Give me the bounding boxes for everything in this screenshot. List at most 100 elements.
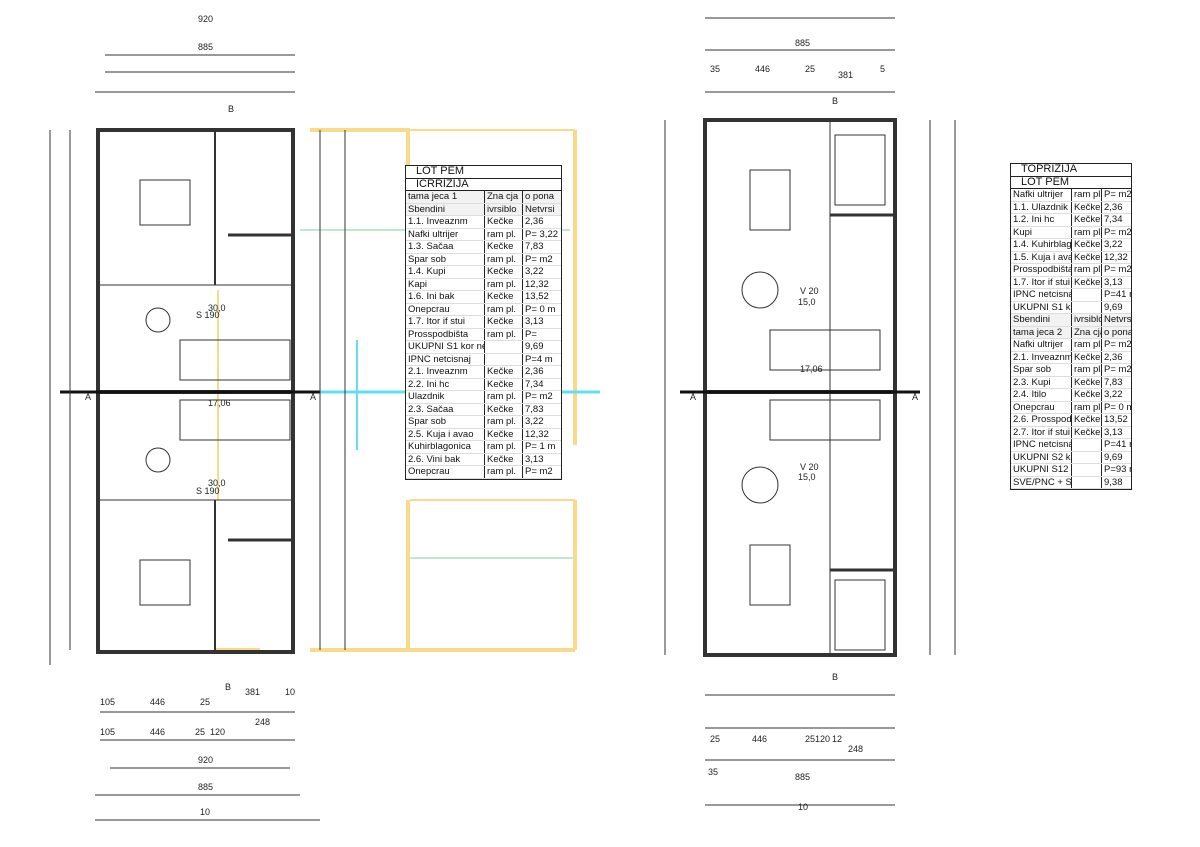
cell-room: 2.6. Prosspodbišta xyxy=(1013,414,1071,425)
cell-room: 1.4. Kuhirblagonica xyxy=(1013,239,1071,250)
svg-text:A: A xyxy=(310,392,316,402)
cell-room: Nafki ultrijer xyxy=(1013,189,1064,200)
cell-type: Kečke xyxy=(484,428,522,440)
cell-type: Kečke xyxy=(484,291,522,303)
svg-text:248: 248 xyxy=(848,744,863,754)
cell-area: P= m2 xyxy=(1101,364,1131,376)
cell-area: 2,36 xyxy=(522,366,561,378)
cell-room: 2.6. Vini bak xyxy=(408,453,461,465)
svg-text:25: 25 xyxy=(200,697,210,707)
cell-room: UKUPNI S12 neto xyxy=(1013,464,1071,475)
cell-area: 3,13 xyxy=(1101,426,1131,438)
cell-area: 13,52 xyxy=(1101,414,1131,426)
cell-area: P= m2 xyxy=(522,466,561,478)
cell-area: 2,36 xyxy=(1101,201,1131,213)
cell-type: Kečke xyxy=(1071,276,1101,288)
svg-text:B: B xyxy=(832,672,838,682)
svg-text:17,06: 17,06 xyxy=(800,364,823,374)
table-subtitle: LOT PEM xyxy=(1011,176,1131,189)
cell-room: 2.5. Kuja i avao xyxy=(408,428,474,440)
cell-area: 13,52 xyxy=(522,291,561,303)
svg-text:15,0: 15,0 xyxy=(798,472,816,482)
cell-type: Kečke xyxy=(484,266,522,278)
cell-type: ram pl. xyxy=(1071,364,1101,376)
cell-type: ram pl. xyxy=(484,228,522,240)
cell-area: 3,13 xyxy=(522,453,561,465)
cell-room: 1.6. Ini bak xyxy=(408,291,455,302)
cell-area: 9,69 xyxy=(522,341,561,353)
cell-room: 2.7. Itor if stui xyxy=(1013,426,1071,438)
svg-text:25: 25 xyxy=(805,64,815,74)
svg-text:25: 25 xyxy=(195,727,205,737)
cell-area: 3,22 xyxy=(522,266,561,278)
cell-type xyxy=(484,341,522,353)
cell-area: 9,69 xyxy=(1101,301,1131,313)
cell-room: Nafki ultrijer xyxy=(408,228,459,240)
table-row: UKUPNI S1 kor neto 9,69 xyxy=(406,341,561,354)
svg-text:35: 35 xyxy=(708,767,718,777)
svg-text:A: A xyxy=(85,392,91,402)
cell-room: 1.1. Ulazdnik xyxy=(1013,201,1068,213)
svg-text:920: 920 xyxy=(198,14,213,24)
right-floor-plan xyxy=(664,17,956,806)
cell-area: P= m2 xyxy=(1101,189,1131,201)
left-plan-labels: 920 885 105 446 25 381 10 105 446 25 120… xyxy=(85,14,316,817)
cell-type: ram pl. xyxy=(1071,226,1101,238)
table-row: UKUPNI S12 netoP=93 m2 xyxy=(1011,464,1131,477)
table-title: TOPRIZIJA xyxy=(1011,163,1131,177)
cell-room: 2.2. Ini hc xyxy=(408,378,450,390)
cell-room: 1.2. Ini hc xyxy=(1013,214,1055,225)
cell-type: ram pl. xyxy=(484,391,522,403)
cell-type: Kečke xyxy=(484,316,522,328)
cell-area: 7,34 xyxy=(1101,214,1131,226)
cell-type: Kečke xyxy=(1071,251,1101,263)
cell-room: 1.7. Itor if stui xyxy=(408,316,466,327)
svg-text:30,0: 30,0 xyxy=(208,478,226,488)
cell-area: P=4 m xyxy=(522,353,561,365)
cell-area: P= xyxy=(522,328,561,340)
cell-type: ram pl. xyxy=(1071,339,1101,351)
cell-type xyxy=(1071,301,1101,313)
cell-type: Kečke xyxy=(1071,389,1101,401)
cell-area: P= 0 m xyxy=(1101,401,1131,413)
cell-type xyxy=(1071,289,1101,301)
cell-type xyxy=(1071,451,1101,463)
cell-area: 9,69 xyxy=(1101,451,1131,463)
cell-room: SVE/PNC + Stoľkca ne xyxy=(1013,476,1071,488)
cell-room: UKUPNI S1 kor neto xyxy=(408,341,484,352)
cell-room: 1.1. Inveaznm xyxy=(408,216,468,227)
svg-text:A: A xyxy=(690,392,696,402)
cell-type: Kečke xyxy=(1071,214,1101,226)
area-table-left: LOT PEM ICRRIZIJA tama jeca 1 Zna cja o … xyxy=(405,165,562,480)
cell-area: P=41 m xyxy=(1101,289,1131,301)
cell-room: Spar sob xyxy=(408,416,447,427)
cell-room: 2.4. Itilo xyxy=(1013,389,1047,400)
cell-type: Kečke xyxy=(1071,426,1101,438)
cell-type: ram pl. xyxy=(1071,264,1101,276)
table-row: 1.4. KuhirblagonicaKečke3,22 xyxy=(1011,239,1131,252)
svg-text:446: 446 xyxy=(755,64,770,74)
cell-area: 12,32 xyxy=(522,278,561,290)
cell-area: 7,83 xyxy=(522,241,561,253)
cell-room: 2.3. Sačaa xyxy=(408,403,454,415)
cell-type xyxy=(1071,439,1101,451)
cell-area: 3,22 xyxy=(522,416,561,428)
svg-text:35: 35 xyxy=(710,64,720,74)
cell-type: Kečke xyxy=(1071,351,1101,363)
